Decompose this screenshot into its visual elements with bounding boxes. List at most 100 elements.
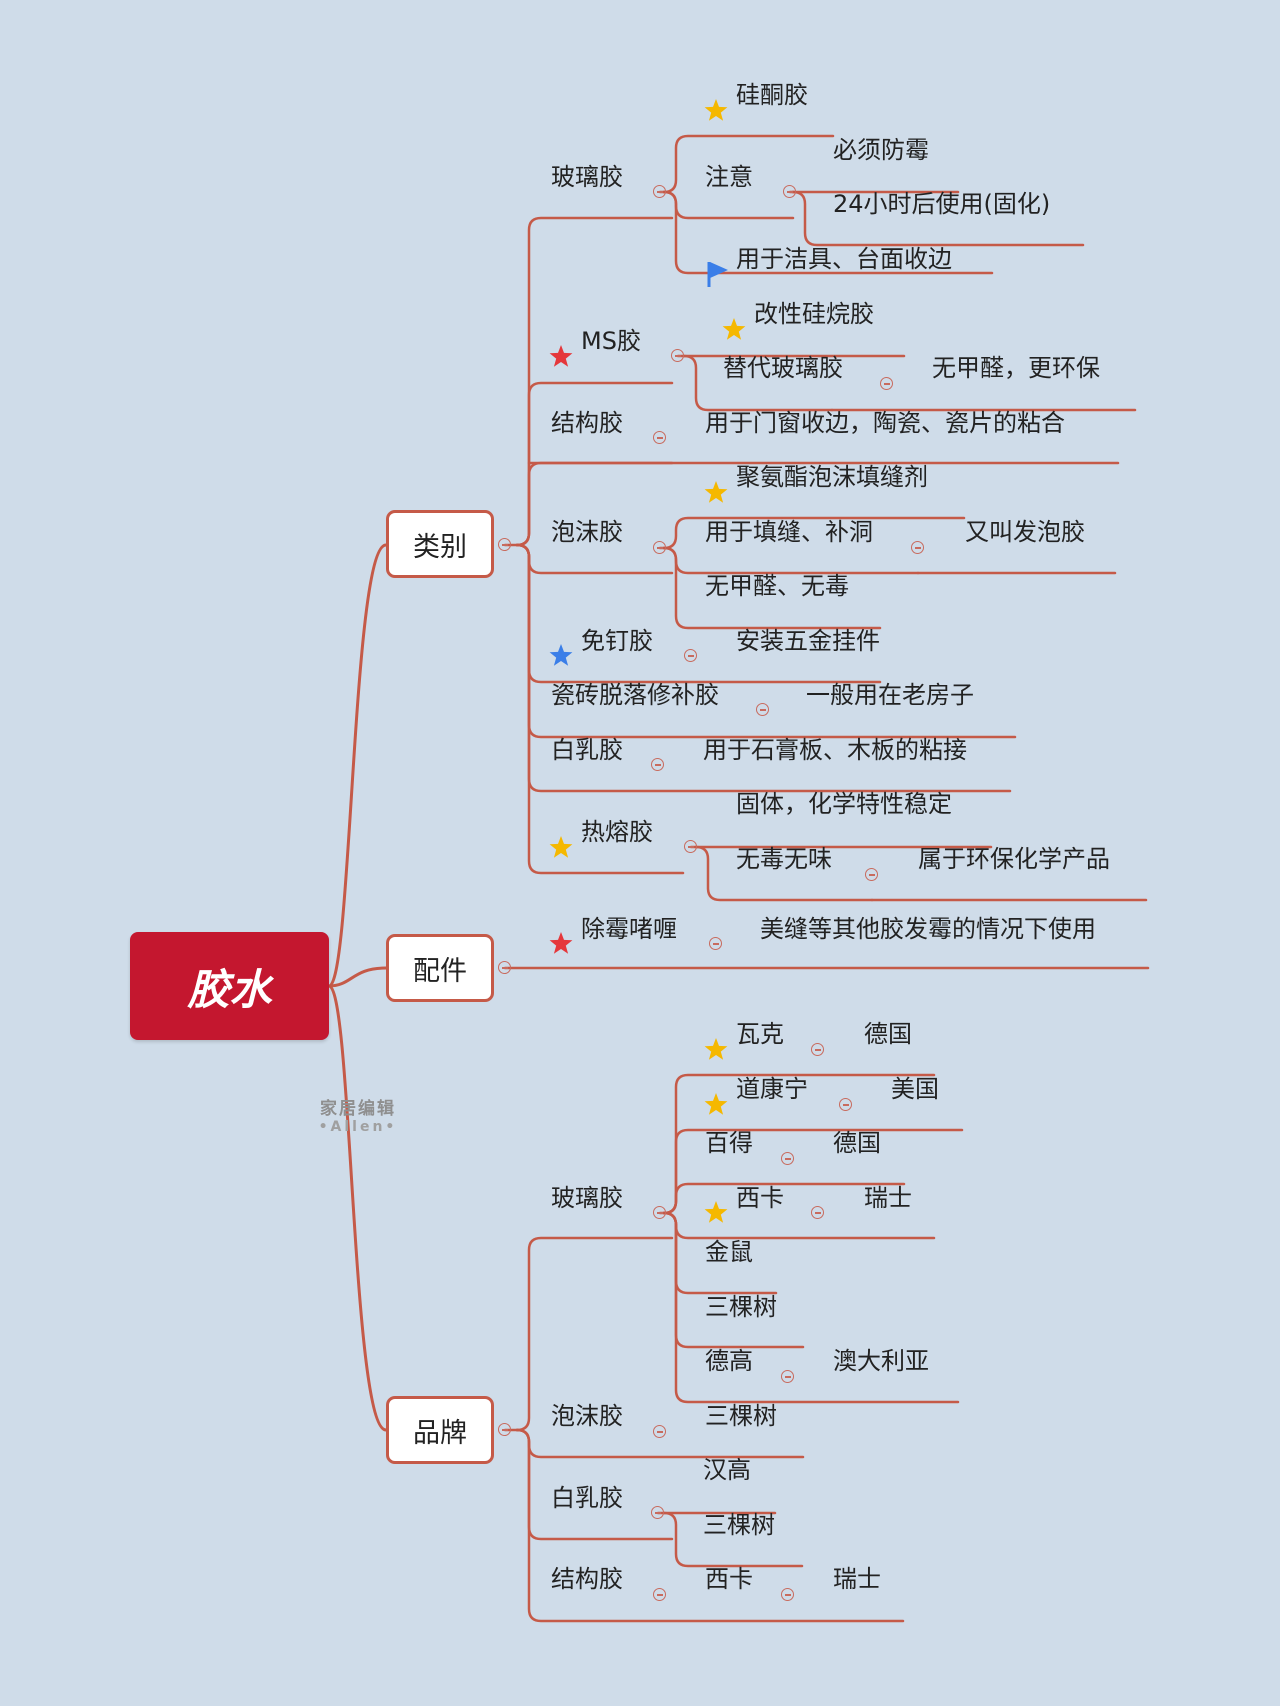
cat-foam-pu[interactable]: 聚氨酯泡沫填缝剂 [736,463,928,491]
cat-foam-safe[interactable]: 无甲醛、无毒 [705,572,849,600]
cat-foam-fill[interactable]: 用于填缝、补洞 [705,518,873,546]
cat-latex-usage[interactable]: 用于石膏板、木板的粘接 [703,736,967,764]
collapse-toggle-icon[interactable] [653,541,666,554]
brand-structural-country[interactable]: 瑞士 [833,1565,881,1593]
cat-hotmelt-nontoxic[interactable]: 无毒无味 [736,845,832,873]
cat-tile-usage[interactable]: 一般用在老房子 [806,681,974,709]
connector-line [662,516,966,550]
star-icon [722,318,746,340]
root-node[interactable]: 胶水 [130,932,329,1040]
collapse-toggle-icon[interactable] [671,349,684,362]
brand-latex-henkel[interactable]: 汉高 [703,1456,751,1484]
cat-latex[interactable]: 白乳胶 [551,736,623,764]
connector-line [662,1073,936,1215]
brand-wacker[interactable]: 瓦克 [736,1020,784,1048]
brand-sika-country[interactable]: 瑞士 [864,1184,912,1212]
connector-line [327,984,388,1432]
cat-glass[interactable]: 玻璃胶 [551,163,623,191]
brand-wacker-country[interactable]: 德国 [864,1020,912,1048]
brand-latex[interactable]: 白乳胶 [551,1484,623,1512]
collapse-toggle-icon[interactable] [781,1370,794,1383]
collapse-toggle-icon[interactable] [498,961,511,974]
collapse-toggle-icon[interactable] [839,1098,852,1111]
connector-line [662,1211,936,1240]
brand-davco-country[interactable]: 澳大利亚 [833,1347,929,1375]
cat-foam-fill-alias[interactable]: 又叫发泡胶 [965,518,1085,546]
connector-line [327,543,388,988]
cat-glass-note-cure[interactable]: 24小时后使用(固化) [833,190,1051,218]
node-categories[interactable]: 类别 [386,510,494,578]
cat-nailfree[interactable]: 免钉胶 [581,627,653,655]
cat-structural-usage[interactable]: 用于门窗收边，陶瓷、瓷片的粘合 [705,409,1065,437]
cat-hotmelt[interactable]: 热熔胶 [581,818,653,846]
brand-jinshu[interactable]: 金鼠 [705,1238,753,1266]
brand-latex-sankeshu[interactable]: 三棵树 [703,1511,775,1539]
connector-line [662,546,920,575]
brand-structural-brand[interactable]: 西卡 [705,1565,753,1593]
collapse-toggle-icon[interactable] [709,937,722,950]
cat-ms-replace[interactable]: 替代玻璃胶 [723,354,843,382]
collapse-toggle-icon[interactable] [911,541,924,554]
brand-foam[interactable]: 泡沫胶 [551,1402,623,1430]
cat-structural[interactable]: 结构胶 [551,409,623,437]
watermark-line2: •Allen• [318,1119,398,1135]
cat-glass-note[interactable]: 注意 [705,163,753,191]
node-accessories[interactable]: 配件 [386,934,494,1002]
collapse-toggle-icon[interactable] [811,1206,824,1219]
cat-foam[interactable]: 泡沫胶 [551,518,623,546]
brand-structural[interactable]: 结构胶 [551,1565,623,1593]
collapse-toggle-icon[interactable] [653,1425,666,1438]
brand-bostik[interactable]: 百得 [705,1129,753,1157]
cat-ms[interactable]: MS胶 [581,327,641,355]
star-icon [549,644,573,666]
collapse-toggle-icon[interactable] [653,185,666,198]
star-icon [549,932,573,954]
acc-mildew[interactable]: 除霉啫喱 [581,915,677,943]
cat-ms-replace-note[interactable]: 无甲醛，更环保 [932,354,1100,382]
connector-line [515,216,674,547]
collapse-toggle-icon[interactable] [865,868,878,881]
star-icon [704,1093,728,1115]
collapse-toggle-icon[interactable] [756,703,769,716]
collapse-toggle-icon[interactable] [684,840,697,853]
acc-usage[interactable]: 美缝等其他胶发霉的情况下使用 [760,915,1096,943]
cat-glass-usage[interactable]: 用于洁具、台面收边 [736,245,952,273]
collapse-toggle-icon[interactable] [811,1043,824,1056]
brand-sika[interactable]: 西卡 [736,1184,784,1212]
brand-glass[interactable]: 玻璃胶 [551,1184,623,1212]
cat-hotmelt-eco[interactable]: 属于环保化学产品 [918,845,1110,873]
collapse-toggle-icon[interactable] [880,377,893,390]
connector-line [682,354,834,412]
cat-tile[interactable]: 瓷砖脱落修补胶 [551,681,719,709]
star-icon [549,836,573,858]
cat-glass-note-mildew[interactable]: 必须防霉 [833,136,929,164]
cat-glass-silicone[interactable]: 硅酮胶 [736,81,808,109]
collapse-toggle-icon[interactable] [781,1588,794,1601]
collapse-toggle-icon[interactable] [653,1206,666,1219]
connector-line [662,1511,804,1568]
connector-line [515,543,882,684]
cat-ms-modified[interactable]: 改性硅烷胶 [754,300,874,328]
connector-line [791,190,1085,247]
collapse-toggle-icon[interactable] [653,431,666,444]
node-brands[interactable]: 品牌 [386,1396,494,1464]
collapse-toggle-icon[interactable] [653,1588,666,1601]
cat-nailfree-usage[interactable]: 安装五金挂件 [736,627,880,655]
collapse-toggle-icon[interactable] [783,185,796,198]
collapse-toggle-icon[interactable] [781,1152,794,1165]
collapse-toggle-icon[interactable] [651,1506,664,1519]
cat-hotmelt-solid[interactable]: 固体，化学特性稳定 [736,790,952,818]
brand-bostik-country[interactable]: 德国 [833,1129,881,1157]
watermark: 家居编辑 •Allen• [308,1100,408,1136]
brand-dow[interactable]: 道康宁 [736,1075,808,1103]
root-label: 胶水 [187,964,272,1014]
brand-davco[interactable]: 德高 [705,1347,753,1375]
brand-foam-brand[interactable]: 三棵树 [705,1402,777,1430]
collapse-toggle-icon[interactable] [498,1423,511,1436]
collapse-toggle-icon[interactable] [498,538,511,551]
collapse-toggle-icon[interactable] [651,758,664,771]
brand-dow-country[interactable]: 美国 [891,1075,939,1103]
brand-sankeshu[interactable]: 三棵树 [705,1293,777,1321]
collapse-toggle-icon[interactable] [684,649,697,662]
